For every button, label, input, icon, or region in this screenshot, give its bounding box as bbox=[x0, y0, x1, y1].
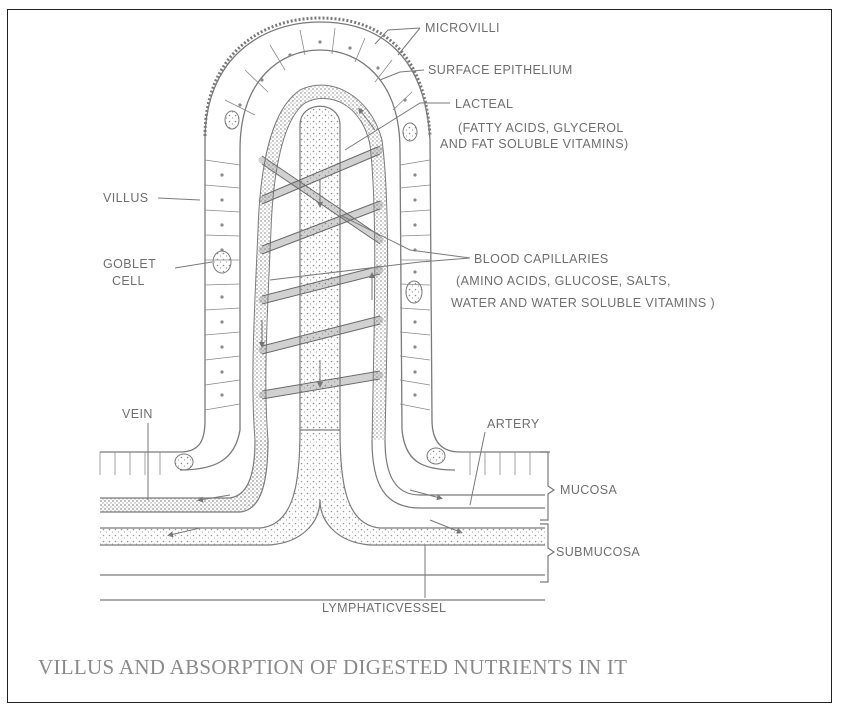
label-lymphatic-vessel: LYMPHATICVESSEL bbox=[322, 601, 446, 615]
layer-braces bbox=[540, 452, 554, 582]
vein-stipple bbox=[100, 440, 268, 512]
label-artery: ARTERY bbox=[487, 417, 540, 431]
label-villus: VILLUS bbox=[103, 191, 148, 205]
label-capillaries-note-1: (AMINO ACIDS, GLUCOSE, SALTS, bbox=[456, 274, 671, 288]
goblet-cell bbox=[213, 251, 231, 273]
label-vein: VEIN bbox=[122, 407, 153, 421]
goblet-cell bbox=[403, 123, 417, 141]
figure-caption: VILLUS AND ABSORPTION OF DIGESTED NUTRIE… bbox=[38, 655, 627, 680]
label-lacteal: LACTEAL bbox=[455, 97, 513, 111]
goblet-cell bbox=[406, 281, 422, 303]
label-goblet-line-1: GOBLET bbox=[103, 257, 156, 271]
goblet-cell bbox=[175, 454, 193, 470]
label-lacteal-note-2: AND FAT SOLUBLE VITAMINS) bbox=[440, 137, 629, 151]
label-mucosa: MUCOSA bbox=[560, 483, 618, 497]
label-surface-epithelium: SURFACE EPITHELIUM bbox=[428, 63, 573, 77]
label-lacteal-note-1: (FATTY ACIDS, GLYCEROL bbox=[458, 121, 624, 135]
label-submucosa: SUBMUCOSA bbox=[556, 545, 640, 559]
goblet-cell bbox=[427, 448, 445, 464]
label-microvilli: MICROVILLI bbox=[425, 21, 500, 35]
label-blood-capillaries: BLOOD CAPILLARIES bbox=[474, 252, 609, 266]
goblet-cell bbox=[225, 111, 239, 129]
label-goblet-line-2: CELL bbox=[112, 274, 145, 288]
label-capillaries-note-2: WATER AND WATER SOLUBLE VITAMINS ) bbox=[451, 296, 715, 310]
